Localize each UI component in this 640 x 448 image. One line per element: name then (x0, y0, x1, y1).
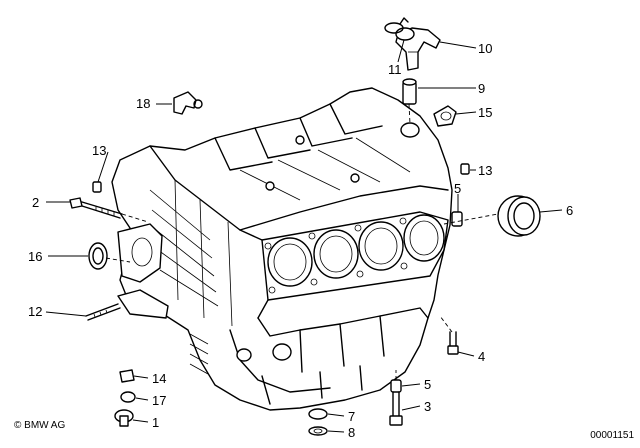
part-breather-pipe (395, 27, 441, 71)
part-dowel-sleeve-upper (451, 211, 463, 227)
part-dowel-sleeve-lower (390, 379, 402, 393)
part-small-plug (120, 391, 136, 403)
cylinder-bores (267, 214, 445, 287)
part-elbow-fitting (173, 91, 203, 115)
part-rear-seal (497, 195, 541, 237)
callout-14: 14 (152, 371, 166, 386)
part-dowel-left (92, 181, 102, 193)
part-long-bolt (69, 197, 123, 219)
callout-5-upper: 5 (454, 181, 461, 196)
leader-lines (45, 39, 563, 433)
part-plug (433, 105, 457, 127)
part-bolt-right (447, 331, 459, 355)
callout-1: 1 (152, 415, 159, 430)
part-screw-plug (114, 409, 134, 427)
callout-labels: 10 11 9 15 18 13 13 5 2 6 16 12 4 5 3 7 … (28, 41, 573, 440)
part-dowel-right (460, 163, 470, 175)
part-sleeve (402, 78, 417, 105)
callout-16: 16 (28, 249, 42, 264)
callout-2: 2 (32, 195, 39, 210)
callout-11: 11 (388, 62, 402, 77)
part-bolt-lower (389, 391, 403, 426)
callout-12: 12 (28, 304, 42, 319)
copyright-label: © BMW AG (14, 420, 66, 431)
engine-block (111, 87, 453, 411)
part-front-seal (88, 242, 108, 270)
callout-10: 10 (478, 41, 492, 56)
document-number: 00001151 (590, 430, 634, 441)
part-washer (308, 426, 328, 436)
callout-6: 6 (566, 203, 573, 218)
callout-5-lower: 5 (424, 377, 431, 392)
part-cap (119, 369, 135, 383)
callout-3: 3 (424, 399, 431, 414)
callout-15: 15 (478, 105, 492, 120)
callout-13-left: 13 (92, 143, 106, 158)
callout-13-right: 13 (478, 163, 492, 178)
part-stud (85, 303, 121, 321)
callout-18: 18 (136, 96, 150, 111)
callout-8: 8 (348, 425, 355, 440)
part-hose-clip (384, 17, 409, 34)
callout-4: 4 (478, 349, 485, 364)
callout-9: 9 (478, 81, 485, 96)
callout-17: 17 (152, 393, 166, 408)
part-drain-plug (308, 408, 328, 420)
callout-7: 7 (348, 409, 355, 424)
